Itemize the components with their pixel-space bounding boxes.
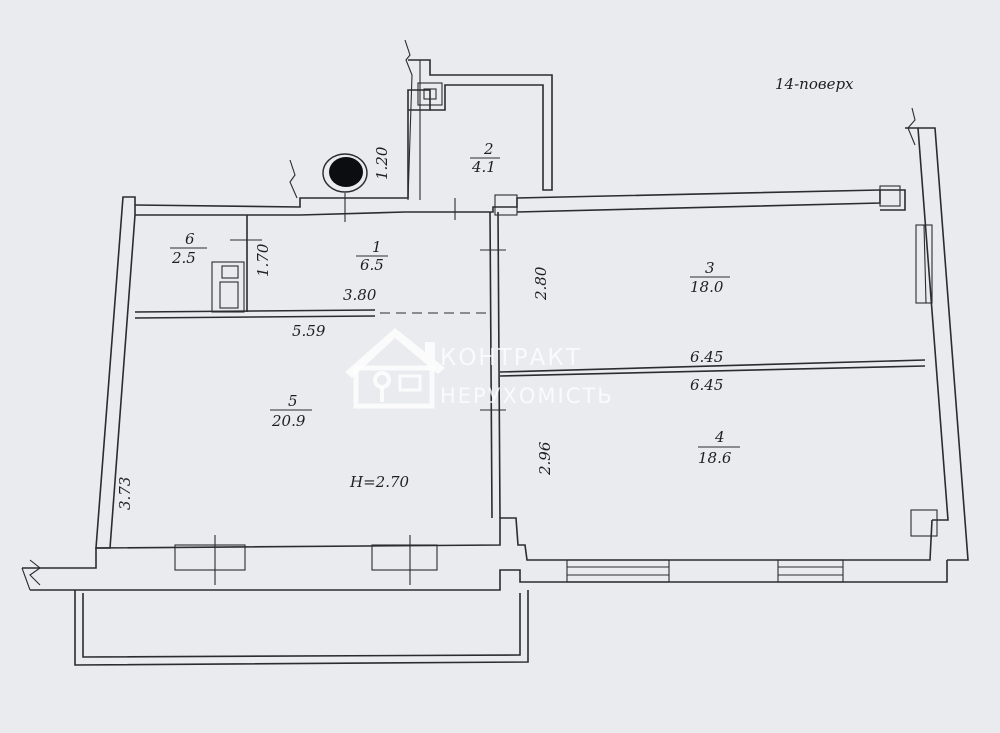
dim-3-80: 3.80 (343, 286, 377, 304)
room-3-area: 18.0 (690, 278, 724, 296)
exterior-walls (21, 39, 969, 591)
dim-6-45-top: 6.45 (690, 348, 723, 366)
watermark-line1: КОНТРАКТ (440, 345, 582, 371)
window-bottom-4 (777, 559, 844, 583)
column-bottom-right (910, 509, 938, 537)
dim-1-70: 1.70 (254, 243, 272, 277)
dim-3-73: 3.73 (116, 477, 134, 510)
dim-2-80: 2.80 (532, 266, 550, 301)
ink-blot (322, 153, 368, 193)
dim-2-96: 2.96 (536, 441, 554, 476)
watermark-logo: КОНТРАКТ НЕРУХОМІСТЬ (345, 328, 614, 409)
window-bottom-2 (371, 544, 438, 571)
dim-6-45-bottom: 6.45 (690, 376, 723, 394)
watermark-line2: НЕРУХОМІСТЬ (440, 384, 614, 408)
ceiling-height: H=2.70 (349, 473, 410, 491)
column-center (494, 194, 518, 216)
dim-1-20: 1.20 (373, 146, 391, 180)
dimension-labels: 1.20 1.70 3.80 5.59 2.80 6.45 6.45 2.96 … (116, 146, 723, 510)
room-5-number: 5 (288, 392, 298, 410)
room-2-area: 4.1 (471, 158, 496, 176)
room-6-number: 6 (185, 230, 195, 248)
room-3-number: 3 (705, 259, 715, 277)
room-5-area: 20.9 (271, 412, 306, 430)
room-1-area: 6.5 (360, 256, 384, 274)
ventilation-shaft (417, 82, 443, 106)
room-2-number: 2 (483, 140, 494, 158)
room-labels: 14-поверх 6 2.5 1 6.5 2 4.1 3 18.0 4 18.… (170, 75, 854, 491)
window-bottom-3 (566, 559, 670, 583)
interior-walls (29, 107, 926, 586)
column-top-right (879, 185, 901, 207)
dim-5-59: 5.59 (292, 322, 326, 340)
room-4-area: 18.6 (698, 449, 732, 467)
bathroom-fixture (211, 261, 245, 313)
window-bottom-1 (174, 544, 246, 571)
floor-label: 14-поверх (775, 75, 854, 93)
room-1-number: 1 (372, 238, 382, 256)
room-6-area: 2.5 (171, 249, 196, 267)
balcony (74, 590, 529, 666)
room-4-number: 4 (714, 428, 725, 446)
